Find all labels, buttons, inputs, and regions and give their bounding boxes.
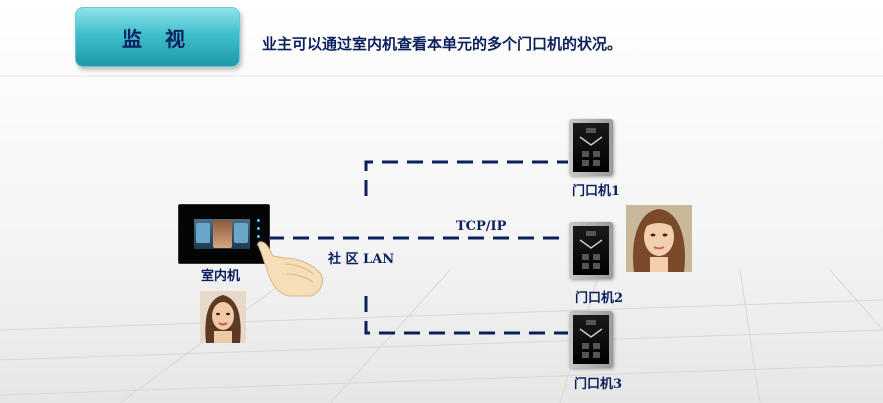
protocol-label: TCP/IP (456, 219, 506, 234)
door-station-3-label: 门口机3 (574, 373, 622, 392)
door-station-2-label: 门口机2 (575, 287, 623, 306)
visitor-photo (626, 205, 692, 272)
lan-label: 社 区 LAN (328, 248, 394, 267)
hand-icon (255, 238, 330, 300)
resident-photo (200, 291, 246, 343)
door-station-2 (569, 222, 613, 279)
line-to-door-3 (366, 296, 568, 333)
monitor-screen (194, 219, 250, 249)
indoor-unit-label: 室内机 (201, 265, 240, 284)
door-station-1 (569, 119, 613, 176)
line-to-door-1 (366, 162, 568, 196)
door-station-1-label: 门口机1 (572, 180, 620, 199)
door-station-3 (569, 311, 613, 368)
